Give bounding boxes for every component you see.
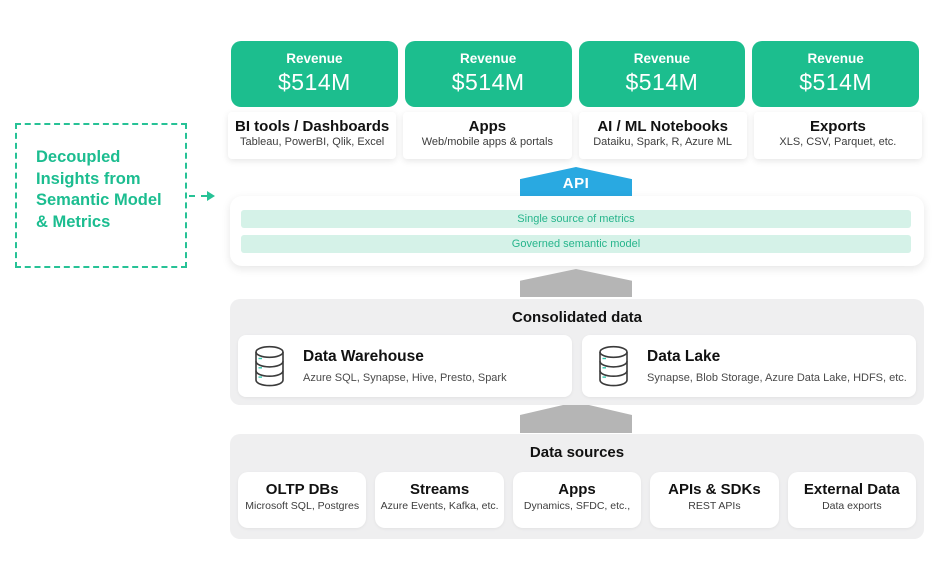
- card-title: Apps: [558, 481, 596, 498]
- source-card-oltp-dbs: OLTP DBs Microsoft SQL, Postgres: [238, 472, 367, 528]
- consumer-title: BI tools / Dashboards: [235, 118, 390, 135]
- single-source-of-metrics-bar: Single source of metrics: [241, 210, 911, 228]
- revenue-card-title: Revenue: [459, 51, 517, 66]
- card-title: Streams: [410, 481, 470, 498]
- consumers-row: BI tools / Dashboards Tableau, PowerBI, …: [228, 112, 922, 159]
- database-icon: [599, 345, 628, 387]
- card-subtitle: Synapse, Blob Storage, Azure Data Lake, …: [647, 372, 907, 384]
- consumer-card-bi-tools: BI tools / Dashboards Tableau, PowerBI, …: [228, 112, 397, 159]
- revenue-card: Revenue $514M: [752, 41, 919, 107]
- data-warehouse-text: Data Warehouse Azure SQL, Synapse, Hive,…: [303, 348, 507, 384]
- consumer-subtitle: Web/mobile apps & portals: [421, 136, 553, 148]
- consumer-card-ai-ml: AI / ML Notebooks Dataiku, Spark, R, Azu…: [578, 112, 747, 159]
- section-title: Consolidated data: [511, 309, 642, 326]
- card-subtitle: Azure SQL, Synapse, Hive, Presto, Spark: [303, 372, 507, 384]
- data-sources-section: Data sources OLTP DBs Microsoft SQL, Pos…: [230, 434, 924, 539]
- decoupled-insights-note: Decoupled Insights from Semantic Model &…: [15, 123, 187, 268]
- revenue-card: Revenue $514M: [404, 41, 572, 107]
- consumer-subtitle: Tableau, PowerBI, Qlik, Excel: [239, 136, 385, 148]
- revenue-card-value: $514M: [277, 69, 351, 95]
- note-line: Decoupled: [36, 148, 121, 166]
- revenue-card-title: Revenue: [286, 51, 343, 66]
- card-title: External Data: [803, 481, 900, 498]
- api-badge: API: [520, 167, 632, 196]
- up-arrow-icon: [520, 402, 632, 433]
- revenue-card-value: $514M: [625, 69, 699, 95]
- source-card-streams: Streams Azure Events, Kafka, etc.: [375, 472, 504, 528]
- note-line: & Metrics: [36, 212, 111, 231]
- note-line: Insights from: [36, 169, 141, 188]
- card-subtitle: Microsoft SQL, Postgres: [245, 500, 360, 512]
- card-subtitle: Dynamics, SFDC, etc.,: [523, 500, 631, 512]
- source-card-external-data: External Data Data exports: [787, 472, 917, 528]
- revenue-card-title: Revenue: [633, 51, 691, 66]
- revenue-card: Revenue $514M: [578, 41, 746, 107]
- card-subtitle: REST APIs: [688, 500, 741, 512]
- source-card-apps: Apps Dynamics, SFDC, etc.,: [512, 472, 642, 528]
- right-arrow-icon: [207, 191, 215, 201]
- consumer-subtitle: XLS, CSV, Parquet, etc.: [779, 136, 897, 148]
- consumer-title: AI / ML Notebooks: [597, 118, 728, 135]
- card-title: Data Warehouse: [303, 348, 424, 365]
- consumer-card-exports: Exports XLS, CSV, Parquet, etc.: [753, 112, 922, 159]
- consumer-title: Exports: [809, 118, 866, 135]
- consumer-title: Apps: [468, 118, 507, 135]
- consumer-subtitle: Dataiku, Spark, R, Azure ML: [593, 136, 733, 148]
- section-title: Data sources: [529, 444, 625, 461]
- card-subtitle: Azure Events, Kafka, etc.: [380, 500, 499, 512]
- card-title: APIs & SDKs: [668, 481, 761, 498]
- semantic-model-box: Single source of metrics Governed semant…: [230, 196, 924, 266]
- source-card-apis-sdks: APIs & SDKs REST APIs: [650, 472, 779, 528]
- note-line: Semantic Model: [36, 191, 162, 209]
- card-title: Data Lake: [647, 348, 721, 365]
- card-subtitle: Data exports: [822, 500, 882, 512]
- sources-cards-row: OLTP DBs Microsoft SQL, Postgres Streams…: [238, 472, 917, 528]
- data-lake-text: Data Lake Synapse, Blob Storage, Azure D…: [647, 348, 907, 384]
- database-icon: [255, 345, 284, 387]
- card-title: OLTP DBs: [265, 481, 339, 498]
- revenue-cards-row: Revenue $514M Revenue $514M Revenue $514…: [231, 41, 919, 107]
- data-warehouse-card: Data Warehouse Azure SQL, Synapse, Hive,…: [238, 335, 572, 397]
- up-arrow-icon: [520, 269, 632, 297]
- revenue-card-value: $514M: [451, 69, 525, 95]
- data-lake-card: Data Lake Synapse, Blob Storage, Azure D…: [582, 335, 916, 397]
- consumer-card-apps: Apps Web/mobile apps & portals: [403, 112, 572, 159]
- consolidated-data-section: Consolidated data: [230, 299, 924, 405]
- governed-semantic-model-bar: Governed semantic model: [241, 235, 911, 253]
- revenue-card-value: $514M: [799, 69, 873, 95]
- revenue-card: Revenue $514M: [231, 41, 398, 107]
- consolidated-cards-row: Data Warehouse Azure SQL, Synapse, Hive,…: [238, 335, 916, 397]
- revenue-card-title: Revenue: [807, 51, 864, 66]
- dashed-connector-line: [189, 195, 207, 197]
